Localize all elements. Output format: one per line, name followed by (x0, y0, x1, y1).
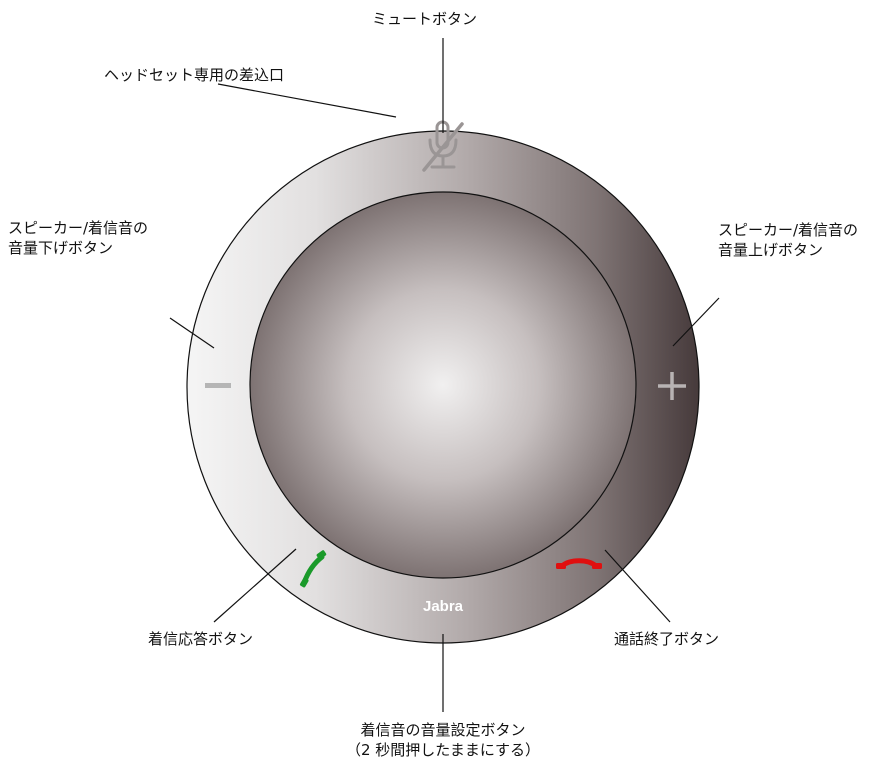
microphone-muted-icon[interactable] (422, 120, 464, 172)
callout-line-headset-port (217, 83, 397, 118)
label-headset-port: ヘッドセット専用の差込口 (104, 65, 284, 85)
minus-icon[interactable] (205, 383, 231, 388)
callout-line-answer (213, 548, 297, 623)
label-ringtone-line2: （2 秒間押したままにする） (345, 741, 540, 759)
label-volume-down-line2: 音量下げボタン (8, 239, 114, 257)
label-headset-port-text: ヘッドセット専用の差込口 (104, 66, 285, 84)
label-answer-call: 着信応答ボタン (148, 629, 253, 649)
callout-lines (169, 38, 720, 712)
label-volume-up: スピーカー/着信音の 音量上げボタン (718, 220, 858, 260)
label-volume-up-line1: スピーカー/着信音の (718, 221, 859, 239)
jabra-logo: Jabra (423, 598, 464, 615)
label-end-call: 通話終了ボタン (614, 629, 719, 649)
callout-line-end-call (604, 549, 671, 623)
label-ringtone-line1: 着信音の音量設定ボタン (360, 721, 526, 739)
label-end-call-text: 通話終了ボタン (614, 630, 720, 648)
phone-hangup-icon[interactable] (556, 558, 602, 569)
callout-line-vol-up (672, 297, 720, 347)
phone-answer-icon[interactable] (299, 550, 327, 588)
plus-icon[interactable] (658, 372, 686, 400)
label-ringtone-volume: 着信音の音量設定ボタン （2 秒間押したままにする） (313, 720, 573, 760)
center-dome[interactable] (249, 191, 637, 579)
label-answer-text: 着信応答ボタン (148, 630, 254, 648)
label-volume-down-line1: スピーカー/着信音の (8, 219, 149, 237)
label-volume-down: スピーカー/着信音の 音量下げボタン (8, 218, 148, 258)
callout-line-vol-down (169, 317, 215, 349)
label-mute-button: ミュートボタン (372, 9, 477, 29)
label-mute-text: ミュートボタン (372, 10, 478, 28)
label-volume-up-line2: 音量上げボタン (718, 241, 824, 259)
